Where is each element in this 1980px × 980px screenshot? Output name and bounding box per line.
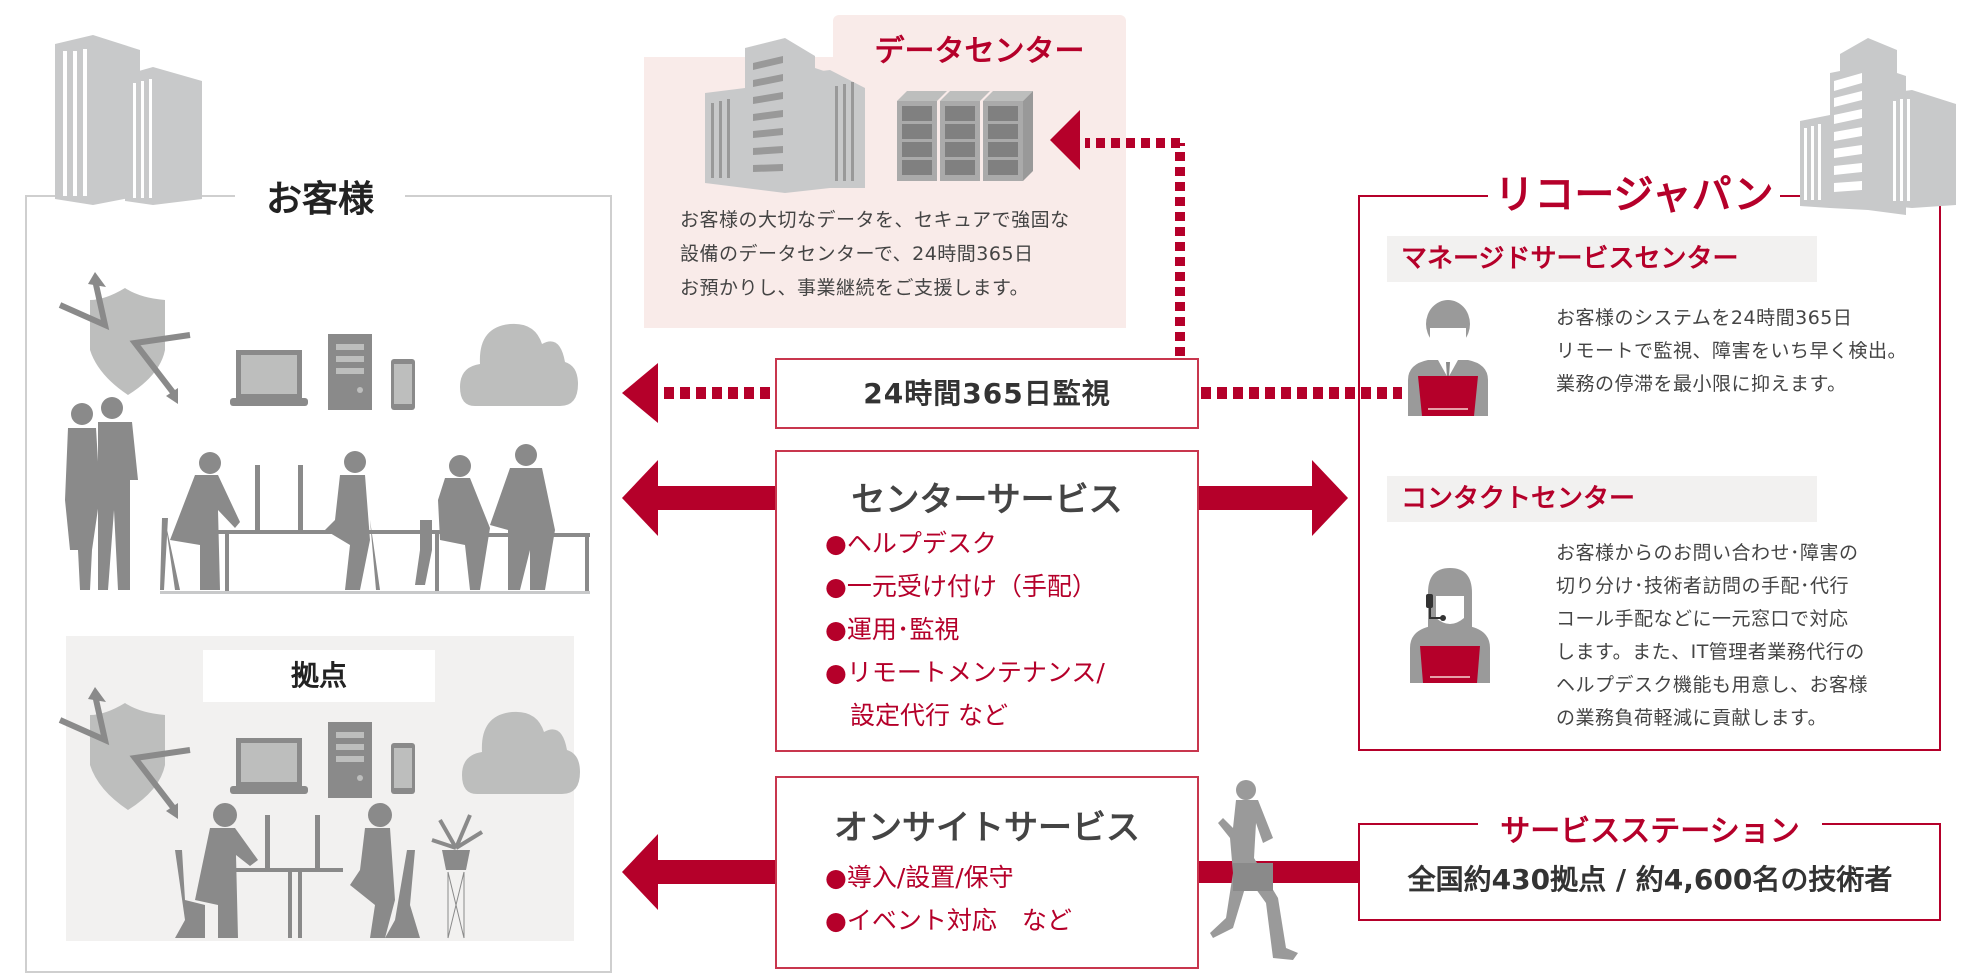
office-workers-illustration xyxy=(65,397,590,594)
customer-panel-border xyxy=(405,195,612,197)
ricoh-japan-panel xyxy=(1358,196,1941,751)
service-station-stats: 全国約430拠点 / 約4,600名の技術者 xyxy=(1407,863,1893,896)
cloud-icon xyxy=(462,711,580,794)
managed-service-description-line: 業務の停滞を最小限に抑えます。 xyxy=(1556,373,1847,395)
smartphone-icon xyxy=(391,359,415,410)
contact-center-description-line: お客様からのお問い合わせ･障害の xyxy=(1556,542,1859,564)
service-station-title: サービスステーション xyxy=(1500,814,1800,849)
center-service-right-arrow-shaft xyxy=(1199,486,1314,510)
onsite-left-arrowhead-icon xyxy=(622,834,658,910)
datacenter-description-line: お預かりし、事業継続をご支援します。 xyxy=(680,277,1030,299)
onsite-service-item: ●イベント対応 など xyxy=(825,906,1072,935)
customer-building-icon xyxy=(55,35,202,205)
contact-center-description: お客様からのお問い合わせ･障害の 切り分け･技術者訪問の手配･代行 コール手配な… xyxy=(1556,537,1868,735)
onsite-service-item: ●導入/設置/保守 xyxy=(825,863,1014,892)
center-service-item: ●運用･監視 xyxy=(825,615,960,644)
service-station-border xyxy=(1358,823,1478,825)
smartphone-icon xyxy=(391,743,415,794)
managed-service-center-description: お客様のシステムを24時間365日 リモートで監視、障害をいち早く検出。 業務の… xyxy=(1556,302,1907,401)
monitoring-left-arrowhead-icon xyxy=(622,363,658,423)
laptop-icon xyxy=(230,738,308,794)
service-station-border xyxy=(1822,823,1941,825)
contact-center-description-line: 切り分け･技術者訪問の手配･代行 xyxy=(1556,575,1850,597)
branch-label: 拠点 xyxy=(203,650,435,702)
datacenter-arrowhead-icon xyxy=(1050,110,1080,170)
center-service-item: ●ヘルプデスク xyxy=(825,529,997,558)
datacenter-description: お客様の大切なデータを、セキュアで強固な 設備のデータセンターで、24時間365… xyxy=(680,203,1120,305)
onsite-service-list: ●導入/設置/保守 ●イベント対応 など xyxy=(825,856,1072,942)
contact-center-description-line: ヘルプデスク機能も用意し、お客様 xyxy=(1556,674,1869,696)
datacenter-title: データセンター xyxy=(874,34,1085,69)
service-station-box xyxy=(1358,824,1941,921)
onsite-service-title: オンサイトサービス xyxy=(834,808,1140,848)
center-service-title: センターサービス xyxy=(851,480,1123,520)
contact-center-header: コンタクトセンター xyxy=(1387,476,1817,522)
center-service-box: センターサービス ●ヘルプデスク ●一元受け付け（手配） ●運用･監視 ●リモー… xyxy=(775,450,1199,752)
branch-workers-illustration xyxy=(175,803,484,939)
datacenter-panel-tab xyxy=(833,15,1126,75)
center-service-left-arrow-shaft xyxy=(655,486,775,510)
managed-service-description-line: お客様のシステムを24時間365日 xyxy=(1556,307,1853,329)
customer-title: お客様 xyxy=(265,179,374,220)
datacenter-description-line: 設備のデータセンターで、24時間365日 xyxy=(680,243,1034,265)
contact-center-description-line: コール手配などに一元窓口で対応 xyxy=(1556,608,1849,630)
monitoring-to-datacenter-dotted-line xyxy=(1085,138,1185,356)
center-service-item: 設定代行 など xyxy=(825,701,1008,730)
ricoh-panel-border xyxy=(1358,195,1488,197)
monitoring-label: 24時間365日監視 xyxy=(863,377,1111,410)
shield-attack-icon xyxy=(58,272,191,404)
contact-center-description-line: します。また、IT管理者業務代行の xyxy=(1556,641,1865,663)
monitoring-box: 24時間365日監視 xyxy=(775,358,1199,429)
desktop-tower-icon xyxy=(328,722,372,798)
managed-service-center-header: マネージドサービスセンター xyxy=(1387,236,1817,282)
center-service-left-arrowhead-icon xyxy=(622,460,658,536)
desktop-tower-icon xyxy=(328,334,372,410)
ricoh-japan-title: リコージャパン xyxy=(1494,172,1774,218)
onsite-service-box: オンサイトサービス ●導入/設置/保守 ●イベント対応 など xyxy=(775,776,1199,969)
managed-service-description-line: リモートで監視、障害をいち早く検出。 xyxy=(1556,340,1908,362)
laptop-icon xyxy=(230,350,308,406)
center-service-item: ●リモートメンテナンス/ xyxy=(825,658,1105,687)
ricoh-building-icon xyxy=(1800,38,1956,215)
datacenter-building-icon xyxy=(705,38,865,193)
operator-male-icon xyxy=(1408,300,1488,416)
shield-attack-icon xyxy=(58,687,191,819)
onsite-left-arrow-shaft xyxy=(655,860,775,884)
center-service-item: ●一元受け付け（手配） xyxy=(825,572,1097,601)
operator-female-headset-icon xyxy=(1410,568,1490,683)
center-service-list: ●ヘルプデスク ●一元受け付け（手配） ●運用･監視 ●リモートメンテナンス/ … xyxy=(825,522,1105,737)
customer-panel xyxy=(25,196,612,973)
contact-center-description-line: の業務負荷軽減に貢献します。 xyxy=(1556,707,1828,729)
cloud-icon xyxy=(460,323,578,406)
center-service-right-arrowhead-icon xyxy=(1312,460,1348,536)
server-rack-icon xyxy=(897,91,1033,181)
field-engineer-running-icon xyxy=(1210,780,1298,960)
datacenter-description-line: お客様の大切なデータを、セキュアで強固な xyxy=(680,209,1070,231)
